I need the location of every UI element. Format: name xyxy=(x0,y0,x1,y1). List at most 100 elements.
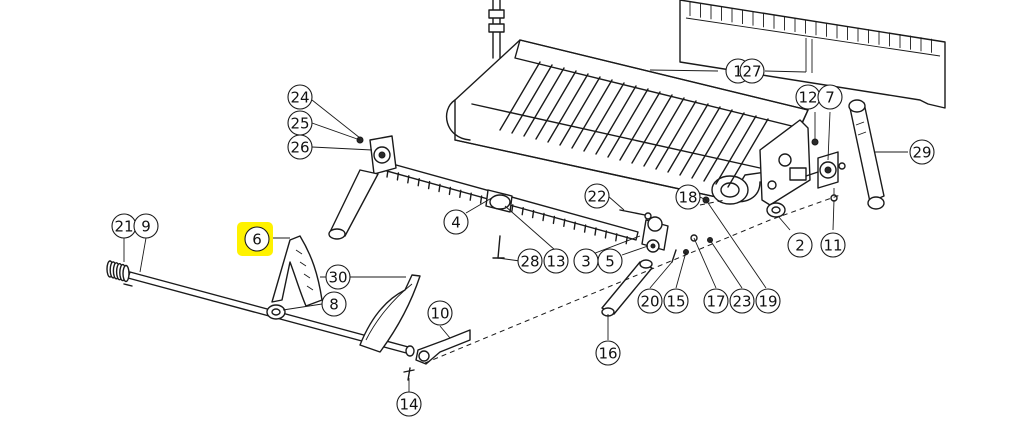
callout-circle xyxy=(517,248,543,274)
callout-circle xyxy=(909,139,935,165)
callout-number: 30 xyxy=(328,269,347,287)
right-link-arm xyxy=(848,99,885,210)
callout-circle xyxy=(755,288,781,314)
callout-number: 18 xyxy=(678,189,697,207)
callout-7: 7 xyxy=(817,84,843,110)
callout-30: 30 xyxy=(325,264,351,290)
callout-circle xyxy=(443,209,469,235)
callout-21: 21 xyxy=(111,213,137,239)
callout-number: 27 xyxy=(742,63,761,81)
cotter-pin xyxy=(403,367,415,381)
callout-number: 14 xyxy=(399,396,418,414)
callout-11: 11 xyxy=(820,232,846,258)
callout-6: 6 xyxy=(244,226,270,252)
callout-9: 9 xyxy=(133,213,159,239)
callout-10: 10 xyxy=(427,300,453,326)
callout-circle xyxy=(595,340,621,366)
callout-circle xyxy=(675,184,701,210)
callout-number: 9 xyxy=(141,218,151,236)
callout-number: 5 xyxy=(605,253,615,271)
callout-22: 22 xyxy=(584,183,610,209)
callout-19: 19 xyxy=(755,288,781,314)
callout-circle xyxy=(597,248,623,274)
left-bracket xyxy=(328,135,397,240)
callout-number: 8 xyxy=(329,296,339,314)
callout-number: 25 xyxy=(290,115,309,133)
callout-circle xyxy=(787,232,813,258)
callout-number: 16 xyxy=(598,345,617,363)
callout-2: 2 xyxy=(787,232,813,258)
callout-5: 5 xyxy=(597,248,623,274)
callout-29: 29 xyxy=(909,139,935,165)
callout-16: 16 xyxy=(595,340,621,366)
callout-23: 23 xyxy=(729,288,755,314)
callout-circle xyxy=(543,248,569,274)
callout-circle xyxy=(287,134,313,160)
callout-circle xyxy=(820,232,846,258)
callout-8: 8 xyxy=(321,291,347,317)
callout-18: 18 xyxy=(675,184,701,210)
callout-circle xyxy=(321,291,347,317)
callout-number: 29 xyxy=(912,144,931,162)
callout-number: 10 xyxy=(430,305,449,323)
callout-12: 12 xyxy=(795,84,821,110)
callout-circle xyxy=(817,84,843,110)
callout-number: 2 xyxy=(795,237,805,255)
callout-20: 20 xyxy=(637,288,663,314)
callout-number: 12 xyxy=(798,89,817,107)
callout-number: 11 xyxy=(823,237,842,255)
callout-number: 13 xyxy=(546,253,565,271)
callout-4: 4 xyxy=(443,209,469,235)
callout-24: 24 xyxy=(287,84,313,110)
callout-13: 13 xyxy=(543,248,569,274)
callout-number: 3 xyxy=(581,253,591,271)
callout-number: 24 xyxy=(290,89,309,107)
callout-circle xyxy=(739,58,765,84)
callout-circle xyxy=(133,213,159,239)
callout-circle xyxy=(427,300,453,326)
assembly-axis-line-2 xyxy=(699,199,726,206)
callout-3: 3 xyxy=(573,248,599,274)
callout-circle xyxy=(244,226,270,252)
bushing xyxy=(766,202,786,218)
callout-number: 20 xyxy=(640,293,659,311)
callout-circle xyxy=(663,288,689,314)
toothed-lever xyxy=(271,235,323,307)
callout-15: 15 xyxy=(663,288,689,314)
callout-number: 26 xyxy=(290,139,309,157)
callout-number: 1 xyxy=(733,63,743,81)
leader-lines xyxy=(123,69,908,393)
callout-number: 23 xyxy=(732,293,751,311)
comb-plate xyxy=(679,0,946,109)
callout-27: 27 xyxy=(739,58,765,84)
callout-28: 28 xyxy=(517,248,543,274)
callout-17: 17 xyxy=(703,288,729,314)
rod-collar xyxy=(266,304,286,320)
foot-bracket xyxy=(415,329,471,365)
callout-number: 21 xyxy=(114,218,133,236)
grate-body xyxy=(445,39,811,206)
callout-26: 26 xyxy=(287,134,313,160)
top-rod xyxy=(488,0,505,59)
callout-14: 14 xyxy=(396,391,422,417)
cylinder xyxy=(601,259,653,317)
callout-circle xyxy=(637,288,663,314)
callout-circle xyxy=(703,288,729,314)
callout-number: 28 xyxy=(520,253,539,271)
callout-circle xyxy=(287,84,313,110)
right-bearing xyxy=(805,138,846,202)
callout-circle xyxy=(584,183,610,209)
callout-number: 15 xyxy=(666,293,685,311)
callout-number: 19 xyxy=(758,293,777,311)
assembly-axis-line xyxy=(424,194,841,364)
callout-25: 25 xyxy=(287,110,313,136)
spring-pin xyxy=(123,283,133,287)
small-pins xyxy=(492,196,713,263)
callout-number: 4 xyxy=(451,214,461,232)
callout-number: 6 xyxy=(252,231,262,249)
callout-circle xyxy=(396,391,422,417)
spring xyxy=(106,260,130,283)
